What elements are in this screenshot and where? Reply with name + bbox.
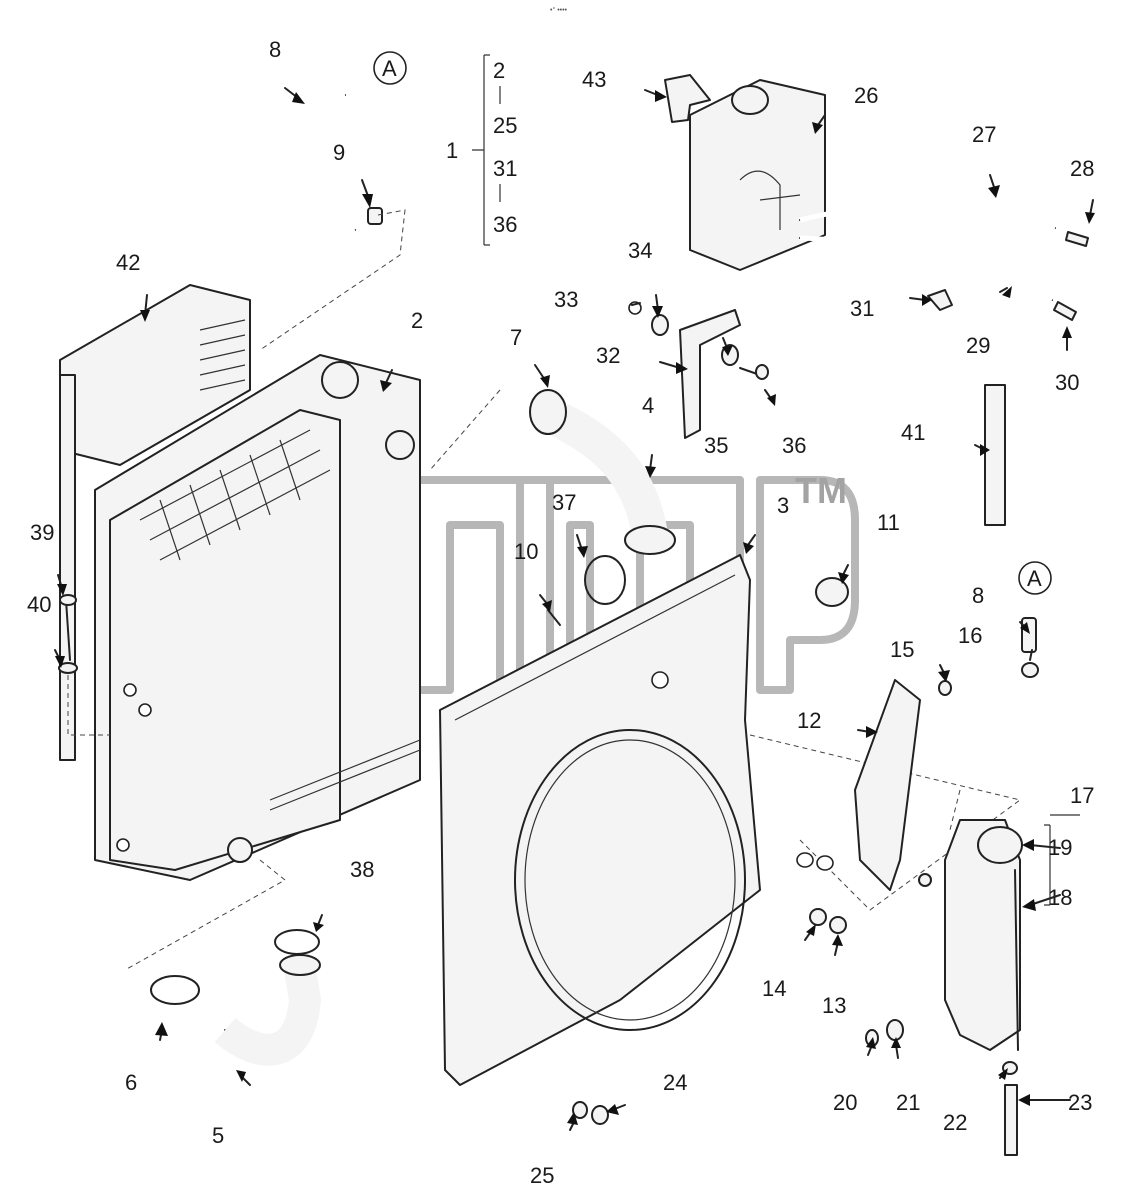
- label-37: 37: [552, 490, 576, 515]
- callout-a-right: A: [1027, 566, 1042, 591]
- group-label-1: 1: [446, 138, 458, 163]
- label-42: 42: [116, 250, 140, 275]
- part-labels: 8 9 42 2 7 33 34 32 4 35 36 43 26 27 28 …: [27, 37, 1094, 1188]
- callout-a-right-circle: [1018, 561, 1052, 595]
- callout-a-top: A: [382, 56, 397, 81]
- label-strip-41: [984, 384, 1006, 526]
- group-label-17: 17: [1070, 783, 1094, 808]
- label-30: 30: [1055, 370, 1079, 395]
- watermark-tm: TM: [795, 470, 847, 511]
- label-29: 29: [966, 333, 990, 358]
- expansion-tank-top: [664, 74, 1089, 321]
- label-40: 40: [27, 592, 51, 617]
- label-39: 39: [30, 520, 54, 545]
- label-14: 14: [762, 976, 786, 1001]
- label-9: 9: [333, 140, 345, 165]
- label-10: 10: [514, 539, 538, 564]
- bracket-32: [628, 301, 769, 439]
- group-item-36: 36: [493, 212, 517, 237]
- label-6: 6: [125, 1070, 137, 1095]
- label-38: 38: [350, 857, 374, 882]
- label-34: 34: [628, 238, 652, 263]
- label-27: 27: [972, 122, 996, 147]
- label-43: 43: [582, 67, 606, 92]
- label-41: 41: [901, 420, 925, 445]
- expansion-tank-lower: [865, 819, 1023, 1156]
- lower-hose-5: [150, 929, 322, 1066]
- label-7: 7: [510, 325, 522, 350]
- header-text: •° ••••: [550, 6, 568, 14]
- callout-a-top-circle: [373, 51, 407, 85]
- group-item-31: 31: [493, 156, 517, 181]
- label-2: 2: [411, 308, 423, 333]
- bracket-12: [796, 617, 1039, 934]
- label-36: 36: [782, 433, 806, 458]
- washers-25: [572, 1101, 609, 1125]
- label-16: 16: [958, 623, 982, 648]
- bolt-10: [547, 609, 561, 626]
- label-26: 26: [854, 83, 878, 108]
- label-28: 28: [1070, 156, 1094, 181]
- label-32: 32: [596, 343, 620, 368]
- group-item-2: 2: [493, 58, 505, 83]
- clamp-37: [584, 555, 626, 605]
- label-5: 5: [212, 1123, 224, 1148]
- label-3: 3: [777, 493, 789, 518]
- radiator-assembly: [58, 284, 421, 881]
- label-31: 31: [850, 296, 874, 321]
- label-8-right: 8: [972, 583, 984, 608]
- label-21: 21: [896, 1090, 920, 1115]
- label-11: 11: [877, 510, 900, 535]
- label-24: 24: [663, 1070, 687, 1095]
- group-bracket-1: 1 2 25 31 36: [446, 54, 517, 246]
- label-20: 20: [833, 1090, 857, 1115]
- label-8-top: 8: [269, 37, 281, 62]
- label-22: 22: [943, 1110, 967, 1135]
- group-item-25: 25: [493, 113, 517, 138]
- hose-8-top: [262, 90, 383, 237]
- label-23: 23: [1068, 1090, 1092, 1115]
- grommet-11: [815, 577, 849, 607]
- label-13: 13: [822, 993, 846, 1018]
- leader-arrows: [54, 87, 1095, 1131]
- label-4: 4: [642, 393, 654, 418]
- label-15: 15: [890, 637, 914, 662]
- label-35: 35: [704, 433, 728, 458]
- label-12: 12: [797, 708, 821, 733]
- upper-hose-4: [529, 389, 676, 555]
- label-25: 25: [530, 1163, 554, 1188]
- label-33: 33: [554, 287, 578, 312]
- group-bracket-17: 17 19 18: [1044, 783, 1094, 910]
- fan-shroud-3: [439, 554, 761, 1086]
